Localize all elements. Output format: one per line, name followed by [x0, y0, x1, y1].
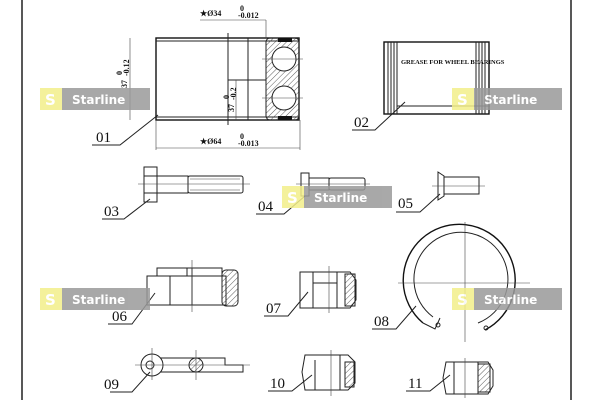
- dim-outer-tol-upper: 0: [240, 132, 244, 141]
- part-11-nut: [442, 358, 494, 398]
- watermark-brand: Starline: [72, 293, 125, 307]
- watermark-logo: [40, 88, 62, 110]
- part-number-04: 04: [258, 199, 274, 215]
- dim-outer-diameter: ★Ø64: [200, 137, 221, 146]
- svg-text:-0.2: -0.2: [229, 87, 238, 100]
- part-number-09: 09: [104, 377, 119, 393]
- part-number-08: 08: [374, 314, 389, 330]
- starline-watermark: S Starline: [282, 186, 392, 208]
- grease-label: GREASE FOR WHEEL BEARINGS: [401, 59, 505, 66]
- watermark-brand: Starline: [484, 93, 537, 107]
- starline-watermark: S Starline: [452, 288, 562, 310]
- watermark-box: [452, 288, 562, 310]
- dim-inner-diameter: ★Ø34: [200, 9, 221, 18]
- watermark-box: [40, 288, 150, 310]
- watermark-brand: Starline: [314, 191, 367, 205]
- watermark-brand: Starline: [484, 293, 537, 307]
- part-number-02: 02: [354, 115, 369, 131]
- watermark-logo: [282, 186, 304, 208]
- leader-lines: [92, 101, 451, 393]
- watermark-box: [282, 186, 392, 208]
- part-08-circlip: [398, 222, 530, 342]
- part-03-bolt: [138, 166, 250, 203]
- watermark-brand: Starline: [72, 93, 125, 107]
- watermark-logo-letter: S: [45, 91, 56, 109]
- watermark-logo: [452, 88, 474, 110]
- dim-width-inner: 37 0 -0.2: [222, 87, 238, 112]
- watermark-logo: [40, 288, 62, 310]
- svg-text:37: 37: [120, 80, 129, 88]
- part-number-03: 03: [104, 204, 119, 220]
- svg-text:-0.12: -0.12: [122, 59, 131, 76]
- starline-watermark: S Starline: [40, 288, 150, 310]
- part-10-nut: [301, 350, 356, 396]
- svg-text:0: 0: [115, 71, 124, 75]
- dim-outer-tol-lower: -0.013: [238, 139, 259, 148]
- starline-watermark: S Starline: [452, 88, 562, 110]
- watermark-logo-letter: S: [457, 91, 468, 109]
- watermark-logo-letter: S: [45, 291, 56, 309]
- part-number-10: 10: [270, 376, 285, 392]
- part-05-screw: [432, 171, 485, 201]
- dim-inner-tol-lower: -0.012: [238, 11, 259, 20]
- starline-watermark: S Starline: [40, 88, 150, 110]
- part-number-05: 05: [398, 196, 413, 212]
- part-09-split-pin: [135, 348, 250, 380]
- part-number-11: 11: [408, 376, 422, 392]
- part-06-nut: [146, 260, 239, 312]
- dim-inner-tol-upper: 0: [240, 4, 244, 13]
- watermark-logo: [452, 288, 474, 310]
- part-07-nut: [299, 266, 357, 313]
- watermark-box: [40, 88, 150, 110]
- watermark-logo-letter: S: [457, 291, 468, 309]
- part-number-01: 01: [96, 130, 111, 146]
- watermark-box: [452, 88, 562, 110]
- part-number-07: 07: [266, 301, 282, 317]
- svg-text:37: 37: [227, 104, 236, 112]
- part-number-06: 06: [112, 309, 128, 325]
- part-01-bearing: [129, 19, 303, 150]
- watermark-logo-letter: S: [287, 189, 298, 207]
- svg-text:0: 0: [222, 95, 231, 99]
- dim-width-outer: 37 0 -0.12: [115, 59, 131, 88]
